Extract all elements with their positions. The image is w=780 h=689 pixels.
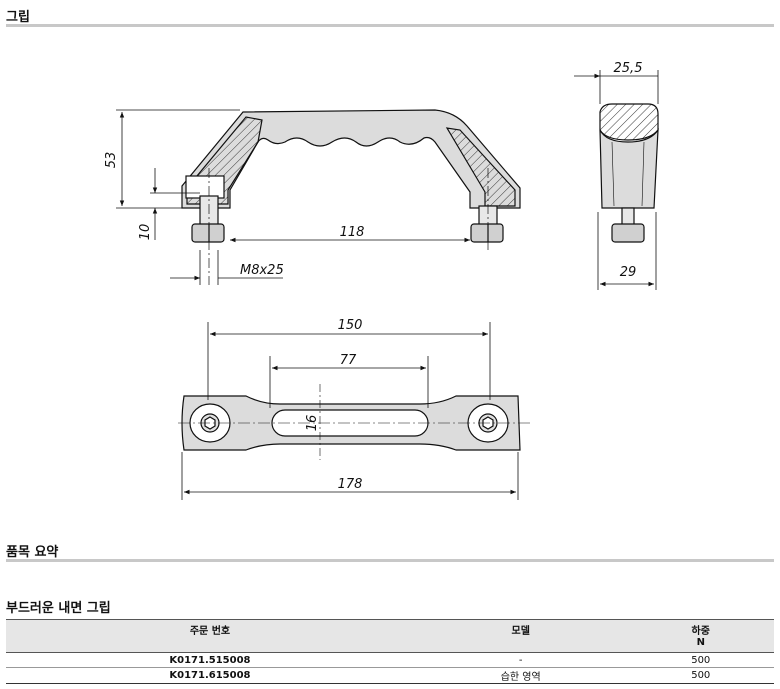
dim-thread: M8x25 [240,263,284,278]
model-cell: 습한 영역 [413,667,628,684]
order-number-cell[interactable]: K0171.615008 [6,667,414,684]
dim-inner-width: 118 [340,225,365,240]
table-row[interactable]: K0171.615008 습한 영역 500 [6,667,774,684]
dim-height: 53 [104,152,119,169]
section-title-summary: 품목 요약 [6,545,59,560]
dim-depth-top: 25,5 [614,61,643,76]
technical-drawing: 53 10 118 M8x25 25,5 29 [104,61,659,500]
order-number-cell[interactable]: K0171.515008 [6,652,414,668]
header-model: 모델 [413,619,628,653]
section-title-drawing: 그립 [6,10,30,25]
top-dimensions [181,322,519,500]
nut-right [470,223,504,243]
side-dimensions [574,70,659,290]
table-header-row: 주문 번호 모델 하중 N [6,619,774,653]
top-view [178,384,530,460]
handle-body [181,109,521,209]
side-body [599,103,659,141]
load-cell: 500 [627,652,774,668]
load-cell: 500 [627,667,774,684]
model-cell: - [413,652,628,668]
dim-slot-width: 16 [305,415,320,432]
dim-slot-length: 77 [340,353,357,368]
section-title-product: 부드러운 내면 그립 [6,601,111,616]
header-load-unit: N [696,637,705,648]
header-load: 하중 N [627,619,774,653]
nut-left [191,223,225,243]
table-row[interactable]: K0171.515008 - 500 [6,652,774,668]
section-rule [6,24,774,27]
side-view [599,103,659,243]
front-view [181,109,521,285]
header-order-number: 주문 번호 [6,619,414,653]
section-rule [6,559,774,562]
front-dimensions [116,109,470,285]
header-load-label: 하중 [691,626,710,637]
dim-hole-spacing: 150 [338,318,363,333]
section-hatch-right [445,127,516,207]
dim-thread-length: 10 [138,224,153,241]
dim-overall-length: 178 [338,477,363,492]
dim-depth-bottom: 29 [620,265,637,280]
spec-table: 주문 번호 모델 하중 N K0171.515008 - 500 K0171.6… [6,619,774,684]
insert-left [185,175,225,199]
